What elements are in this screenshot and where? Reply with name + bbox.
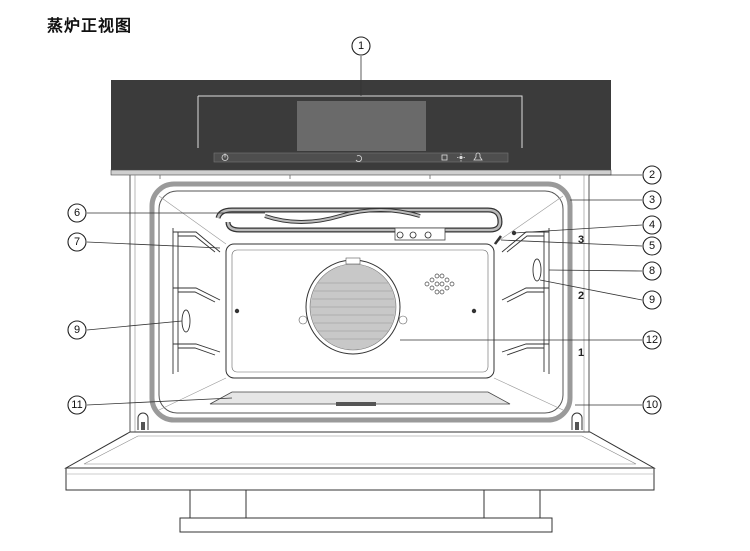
timer-icon[interactable] xyxy=(473,152,483,161)
callout-4: 4 xyxy=(642,215,662,235)
page-title: 蒸炉正视图 xyxy=(47,18,133,35)
leader-lines xyxy=(86,56,643,406)
right-door-hinge xyxy=(571,412,583,430)
menu-icon[interactable] xyxy=(441,154,448,161)
callout-1: 1 xyxy=(351,36,371,56)
callout-11: 11 xyxy=(67,395,87,415)
svg-text:6: 6 xyxy=(74,207,80,219)
svg-text:5: 5 xyxy=(649,240,655,252)
top-heating-element xyxy=(215,207,503,241)
callout-9-right: 9 xyxy=(642,290,662,310)
shelf-level-label-1: 1 xyxy=(578,347,584,359)
callout-9-left: 9 xyxy=(67,320,87,340)
back-icon[interactable] xyxy=(355,155,362,162)
fan-cover xyxy=(298,257,408,355)
svg-text:7: 7 xyxy=(74,236,80,248)
oven-door-open xyxy=(64,431,656,533)
svg-text:8: 8 xyxy=(649,265,655,277)
svg-text:2: 2 xyxy=(649,169,655,181)
svg-text:11: 11 xyxy=(71,399,82,411)
cabinet-frame xyxy=(110,169,612,432)
callout-6: 6 xyxy=(67,203,87,223)
svg-text:10: 10 xyxy=(646,399,658,411)
cavity-floor xyxy=(209,391,511,406)
callout-3: 3 xyxy=(642,190,662,210)
callout-8: 8 xyxy=(642,261,662,281)
svg-text:1: 1 xyxy=(358,40,364,52)
callout-5: 5 xyxy=(642,236,662,256)
light-icon[interactable] xyxy=(457,153,465,162)
shelf-level-label-2: 2 xyxy=(578,290,584,302)
svg-text:12: 12 xyxy=(646,334,658,346)
svg-text:9: 9 xyxy=(649,294,655,306)
svg-text:4: 4 xyxy=(649,219,655,231)
callout-2: 2 xyxy=(642,165,662,185)
control-panel xyxy=(111,80,611,170)
touch-strip xyxy=(213,152,509,163)
left-door-hinge xyxy=(137,412,149,430)
callout-10: 10 xyxy=(642,395,662,415)
power-icon[interactable] xyxy=(221,153,229,161)
svg-text:9: 9 xyxy=(74,324,80,336)
shelf-level-label-3: 3 xyxy=(578,234,584,246)
temperature-sensor xyxy=(494,235,502,245)
callout-12: 12 xyxy=(642,330,662,350)
display-screen xyxy=(297,101,426,151)
left-shelf-runners xyxy=(172,228,221,374)
svg-text:3: 3 xyxy=(649,194,655,206)
callout-7: 7 xyxy=(67,232,87,252)
steam-vent-holes xyxy=(424,273,455,295)
